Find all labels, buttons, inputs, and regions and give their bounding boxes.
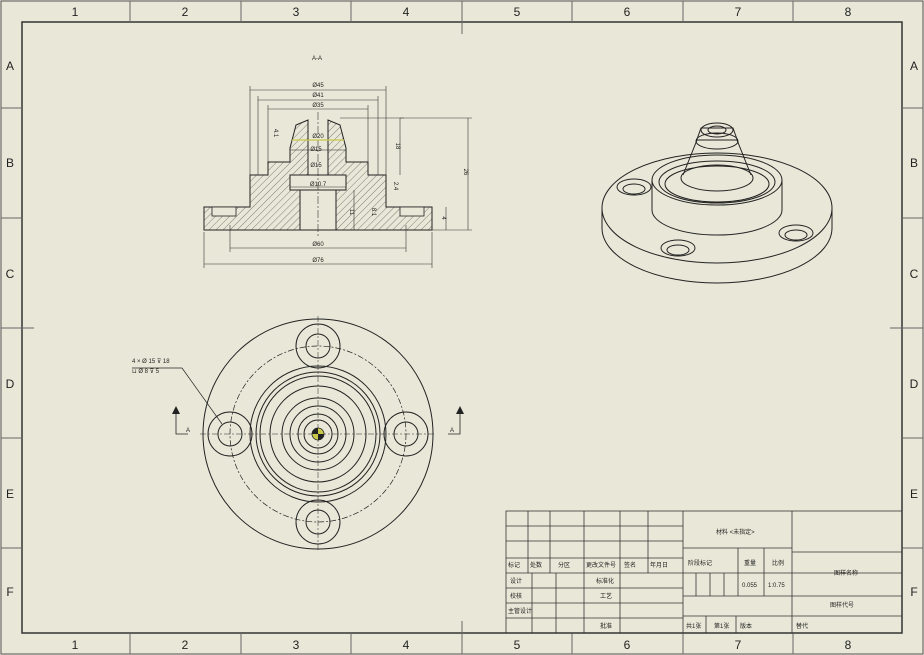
tb-header-zone: 分区 <box>558 561 570 569</box>
tb-mid-process: 工艺 <box>600 592 612 600</box>
zone-row-d-right: D <box>910 377 919 391</box>
top-view[interactable] <box>132 316 461 552</box>
tb-header-count: 处数 <box>530 561 542 569</box>
dim-d76: Ø76 <box>312 258 324 264</box>
zone-col-5-top: 5 <box>514 5 521 19</box>
tb-drawing-code: 图样代号 <box>830 601 854 609</box>
zone-col-7-top: 7 <box>735 5 742 19</box>
zone-col-6-bottom: 6 <box>624 638 631 652</box>
dim-d60: Ø60 <box>312 242 324 248</box>
zone-row-a-left: A <box>6 59 14 73</box>
tb-replace: 替代 <box>796 622 808 630</box>
dim-h24: 2.4 <box>392 182 398 191</box>
tb-material: 材料 <未指定> <box>716 528 755 536</box>
section-label: A-A <box>312 56 322 62</box>
tb-weight-label: 重量 <box>744 559 756 567</box>
section-mark-right: A <box>450 428 454 434</box>
tb-scale-value: 1:0.75 <box>768 583 785 589</box>
zone-row-f-left: F <box>6 585 13 599</box>
zone-col-8-top: 8 <box>845 5 852 19</box>
tb-sheet-total: 共1张 <box>686 622 701 630</box>
zone-row-c-left: C <box>6 267 15 281</box>
hole-callout-1: 4 × Ø 15 ⊽ 18 <box>132 358 170 365</box>
section-view[interactable]: A-A Ø45 Ø41 Ø35 <box>203 56 472 268</box>
dim-h8: 8.1 <box>370 208 376 217</box>
zone-row-d-left: D <box>6 377 15 391</box>
tb-row-design: 设计 <box>510 577 522 585</box>
tb-header-changedoc: 更改文件号 <box>586 561 616 569</box>
flange-hole-left <box>211 206 237 217</box>
isometric-view[interactable] <box>601 122 833 284</box>
zone-row-b-left: B <box>6 156 14 170</box>
dim-d45: Ø45 <box>312 83 324 89</box>
title-block[interactable] <box>505 510 903 634</box>
tb-header-signature: 签名 <box>624 561 636 569</box>
tb-mid-standard: 标准化 <box>596 577 614 585</box>
hole-callout-2: ⊔ Ø 8 ⊽ 5 <box>132 368 160 375</box>
dim-d10: Ø10.7 <box>310 182 327 188</box>
tb-scale-label: 比例 <box>772 559 784 567</box>
zone-row-f-right: F <box>910 585 917 599</box>
zone-row-e-left: E <box>6 487 14 501</box>
zone-col-5-bottom: 5 <box>514 638 521 652</box>
zone-col-2-top: 2 <box>182 5 189 19</box>
zone-col-8-bottom: 8 <box>845 638 852 652</box>
tb-stage-mark: 阶段标记 <box>688 559 712 567</box>
zone-row-a-right: A <box>910 59 918 73</box>
dim-d15a: Ø15 <box>310 147 322 153</box>
tb-header-mark: 标记 <box>508 561 520 569</box>
tb-header-date: 年月日 <box>650 561 668 569</box>
zone-row-e-right: E <box>910 487 918 501</box>
zone-col-6-top: 6 <box>624 5 631 19</box>
zone-col-2-bottom: 2 <box>182 638 189 652</box>
tb-version: 版本 <box>740 622 752 630</box>
zone-col-7-bottom: 7 <box>735 638 742 652</box>
dim-d41: Ø41 <box>312 93 324 99</box>
dim-h18: 18 <box>394 143 400 150</box>
tb-drawing-name: 图样名称 <box>834 569 858 577</box>
tb-mid-approve: 批准 <box>600 622 612 630</box>
flange-hole-right <box>399 206 425 217</box>
dim-h41: 4.1 <box>272 129 278 138</box>
dim-h11: 11 <box>348 209 354 216</box>
zone-col-4-bottom: 4 <box>403 638 410 652</box>
zone-col-1-top: 1 <box>72 5 79 19</box>
dim-h4: 4 <box>440 216 446 220</box>
dim-h26: 26 <box>462 169 468 176</box>
section-mark-left: A <box>186 428 190 434</box>
zone-col-4-top: 4 <box>403 5 410 19</box>
zone-row-c-right: C <box>910 267 919 281</box>
section-arrow-right-icon <box>456 406 464 414</box>
tb-weight-value: 0.055 <box>742 583 758 589</box>
dim-d35: Ø35 <box>312 103 324 109</box>
dim-d20: Ø20 <box>312 134 324 140</box>
zone-row-b-right: B <box>910 156 918 170</box>
section-arrow-left-icon <box>172 406 180 414</box>
zone-col-3-top: 3 <box>293 5 300 19</box>
tb-row-check: 校核 <box>510 592 522 600</box>
tb-sheet-num: 第1张 <box>714 622 729 630</box>
zone-col-3-bottom: 3 <box>293 638 300 652</box>
zone-col-1-bottom: 1 <box>72 638 79 652</box>
tb-row-chief: 主管设计 <box>508 607 532 615</box>
dim-d15b: Ø15 <box>310 163 322 169</box>
